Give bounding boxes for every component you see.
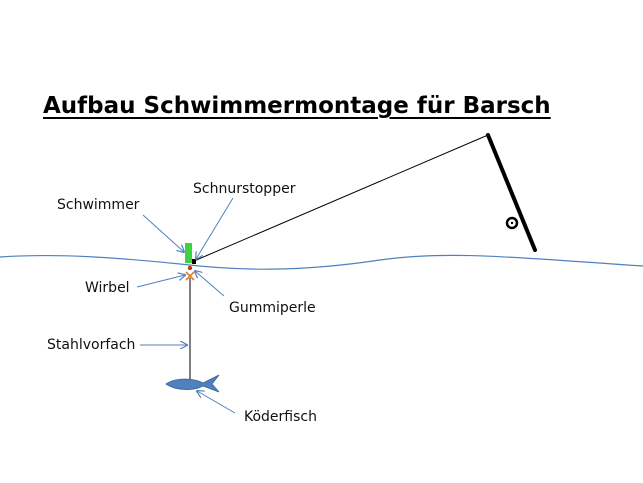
label-schnurstopper: Schnurstopper [193, 181, 296, 197]
line-stopper-icon [192, 259, 196, 264]
wirbel-arrow [136, 275, 185, 288]
float-icon [185, 243, 192, 263]
fishing-rod [486, 133, 537, 252]
gummiperle-arrow [195, 271, 225, 297]
label-wirbel: Wirbel [85, 280, 130, 296]
bead-icon [187, 265, 193, 271]
swivel-icon [185, 271, 195, 281]
diagram-title: Aufbau Schwimmermontage für Barsch [43, 93, 551, 119]
water-surface-line [0, 254, 643, 270]
label-stahlvorfach: Stahlvorfach [47, 337, 136, 353]
main-line [193, 134, 489, 262]
schwimmer-arrow [142, 214, 184, 252]
label-schwimmer: Schwimmer [57, 197, 140, 213]
koederfisch-arrow [197, 391, 236, 414]
label-gummiperle: Gummiperle [229, 300, 316, 316]
reel-center [510, 221, 514, 225]
bait-fish-icon [165, 374, 220, 393]
schnurstopper-arrow [196, 197, 234, 259]
label-koederfisch: Köderfisch [244, 409, 317, 425]
